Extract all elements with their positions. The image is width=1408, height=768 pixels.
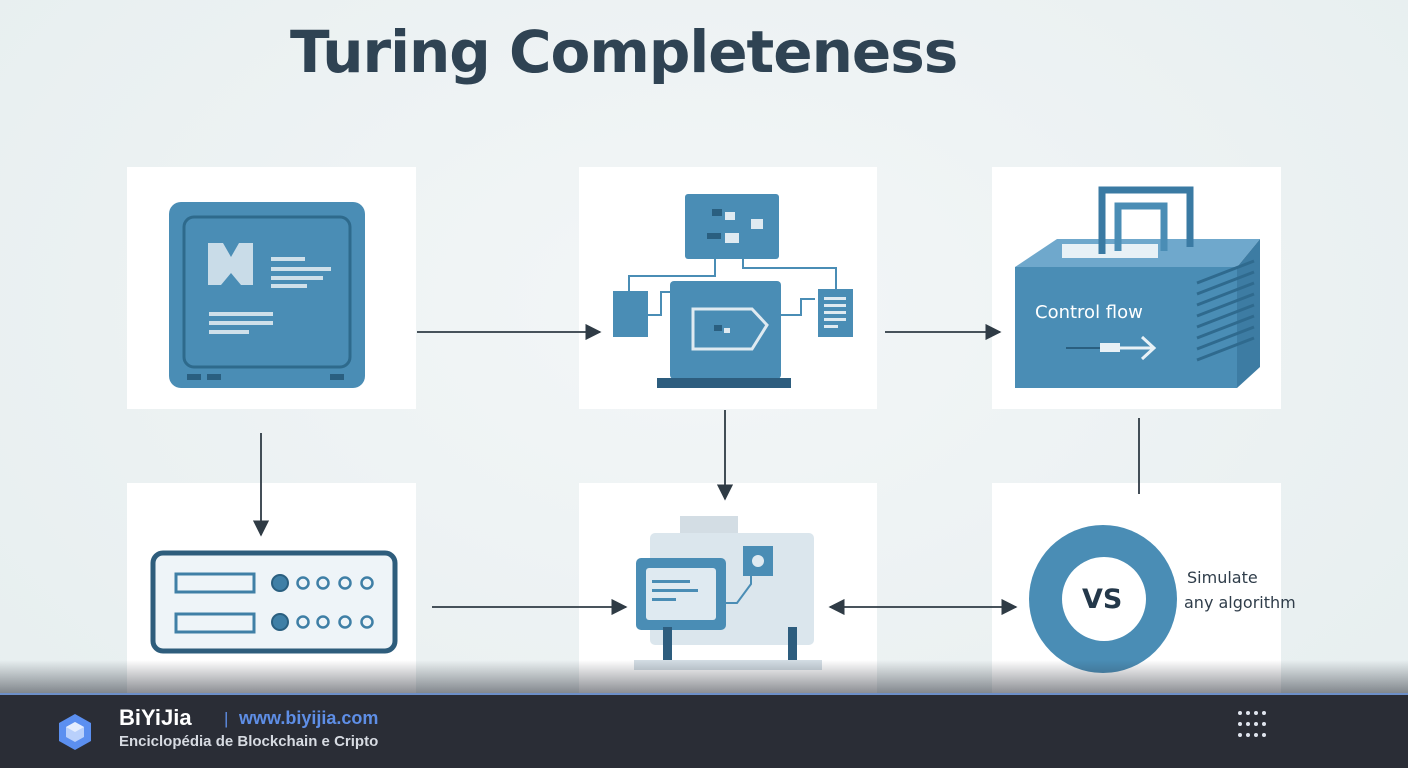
brand-url-link[interactable]: www.biyijia.com xyxy=(239,708,379,728)
vs-label: VS xyxy=(1082,584,1123,615)
processor-network-icon xyxy=(613,194,853,388)
memory-unit-icon xyxy=(150,550,398,654)
control-flow-label: Control flow xyxy=(1035,302,1143,323)
panel-machine xyxy=(579,483,877,693)
vs-circle-icon xyxy=(1029,525,1177,673)
panel-control-flow xyxy=(992,167,1281,409)
panel-memory xyxy=(127,483,416,693)
panel-processor xyxy=(579,167,877,409)
any-algorithm-label: any algorithm xyxy=(1184,593,1296,612)
brand-tagline: Enciclopédia de Blockchain e Cripto xyxy=(119,733,379,750)
brand-name: BiYiJia xyxy=(119,705,192,730)
apps-grid-icon[interactable] xyxy=(1236,709,1266,739)
panel-computer xyxy=(127,167,416,409)
control-flow-box-icon xyxy=(1015,186,1260,388)
footer-fade xyxy=(0,660,1408,694)
hexagon-logo-icon xyxy=(59,714,91,750)
panel-vs xyxy=(992,483,1281,693)
page-title: Turing Completeness xyxy=(290,18,958,86)
computer-screen-icon xyxy=(169,202,365,388)
brand-separator: | xyxy=(224,709,229,728)
simulate-label: Simulate xyxy=(1187,568,1258,587)
machine-icon xyxy=(634,516,822,670)
footer-bar: BiYiJia | www.biyijia.com Enciclopédia d… xyxy=(0,693,1408,768)
